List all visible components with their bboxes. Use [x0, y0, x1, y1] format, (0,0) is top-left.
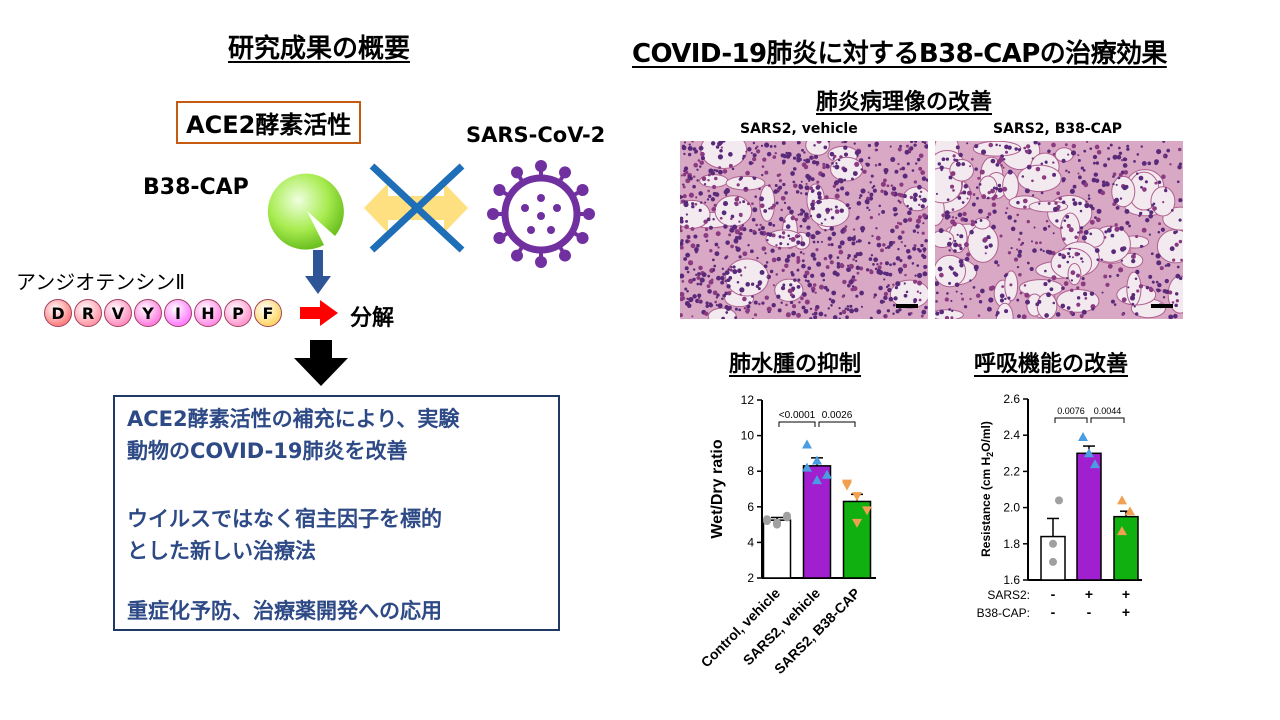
ace2-activity-box: ACE2酵素活性: [176, 101, 362, 144]
group-row-label: SARS2:: [987, 588, 1030, 602]
p-value-label: 0.0044: [1094, 406, 1122, 416]
summary-line-4: とした新しい治療法: [127, 539, 316, 563]
data-point: [1049, 539, 1057, 548]
summary-line-3: ウイルスではなく宿主因子を標的: [127, 507, 442, 531]
y-tick-label: 2.2: [1003, 464, 1020, 478]
result-arrow-icon: [294, 340, 348, 386]
y-tick-label: 6: [747, 500, 754, 514]
histology-image-vehicle: [680, 141, 928, 319]
data-point: [812, 455, 822, 465]
left-title: 研究成果の概要: [228, 34, 411, 64]
p-value-label: <0.0001: [779, 410, 816, 421]
y-tick-label: 2.4: [1003, 428, 1020, 442]
data-point: [802, 439, 812, 449]
group-row-label: B38-CAP:: [977, 606, 1030, 620]
y-tick-label: 2.6: [1003, 392, 1020, 406]
group-sign: +: [1122, 604, 1130, 620]
y-tick-label: 2.0: [1003, 501, 1020, 515]
bar: [1113, 515, 1139, 581]
data-point: [812, 475, 822, 485]
p-value-label: 0.0026: [822, 410, 853, 421]
group-sign: -: [1087, 604, 1092, 620]
down-arrow-icon: [305, 250, 331, 294]
group-sign: +: [1122, 586, 1130, 602]
data-point: [1049, 557, 1057, 566]
data-point: [773, 518, 781, 527]
data-point: [1117, 526, 1127, 536]
summary-line-1: ACE2酵素活性の補充により、実験: [127, 407, 460, 431]
summary-line-2: 動物のCOVID-19肺炎を改善: [127, 439, 408, 463]
y-axis-label: Wet/Dry ratio: [709, 439, 726, 539]
y-tick-label: 8: [747, 464, 754, 478]
b38-cap-label: B38-CAP: [143, 175, 249, 200]
y-tick-label: 1.6: [1003, 573, 1020, 587]
y-tick-label: 10: [741, 429, 755, 443]
significance-bracket: [778, 421, 816, 427]
peptide-residue: R: [74, 299, 102, 327]
y-tick-label: 2: [747, 571, 754, 585]
virus-icon: [487, 160, 595, 268]
blocked-interaction-icon: [364, 163, 468, 253]
peptide-residue: P: [224, 299, 252, 327]
bar: [802, 465, 832, 579]
significance-bracket: [1090, 417, 1125, 423]
y-tick-label: 12: [741, 393, 755, 407]
data-point: [1084, 448, 1094, 458]
y-tick-label: 4: [747, 535, 754, 549]
bar: [762, 519, 792, 579]
data-point: [862, 506, 872, 516]
data-point: [842, 479, 852, 489]
p-value-label: 0.0076: [1057, 406, 1085, 416]
cleave-label: 分解: [350, 306, 395, 331]
respiratory-title: 呼吸機能の改善: [974, 352, 1129, 377]
peptide-residue: I: [164, 299, 192, 327]
group-sign: -: [1051, 586, 1056, 602]
data-point: [802, 462, 812, 472]
data-point: [1055, 496, 1063, 505]
group-sign: -: [1051, 604, 1056, 620]
bar: [1076, 452, 1102, 581]
histology-label-vehicle: SARS2, vehicle: [740, 121, 858, 137]
summary-line-5: 重症化予防、治療薬開発への応用: [127, 599, 442, 623]
data-point: [1078, 432, 1088, 442]
summary-box: ACE2酵素活性の補充により、実験 動物のCOVID-19肺炎を改善 ウイルスで…: [113, 395, 560, 631]
b38-cap-enzyme-icon: [267, 173, 344, 250]
data-point: [783, 511, 791, 520]
data-point: [852, 518, 862, 528]
peptide-residue: H: [194, 299, 222, 327]
peptide-residue: V: [104, 299, 132, 327]
group-sign: +: [1085, 586, 1093, 602]
data-point: [852, 492, 862, 502]
significance-bracket: [818, 421, 856, 427]
edema-title: 肺水腫の抑制: [729, 352, 862, 377]
peptide-residue: F: [254, 299, 282, 327]
virus-label: SARS-CoV-2: [466, 123, 606, 147]
data-point: [1125, 506, 1135, 516]
data-point: [1117, 495, 1127, 505]
angiotensin-label: アンジオテンシンⅡ: [16, 270, 186, 294]
histology-label-b38: SARS2, B38-CAP: [993, 121, 1123, 137]
significance-bracket: [1054, 417, 1088, 423]
y-tick-label: 1.8: [1003, 537, 1020, 551]
y-axis-label: Resistance (cm H2O/ml): [979, 421, 995, 557]
histology-title: 肺炎病理像の改善: [816, 90, 993, 115]
cleave-arrow-icon: [300, 300, 338, 326]
histology-image-b38: [935, 141, 1183, 319]
data-point: [822, 469, 832, 479]
peptide-residue: D: [44, 299, 72, 327]
peptide-residue: Y: [134, 299, 162, 327]
right-title: COVID-19肺炎に対するB38-CAPの治療効果: [632, 39, 1167, 69]
data-point: [1090, 459, 1100, 469]
data-point: [763, 515, 771, 524]
